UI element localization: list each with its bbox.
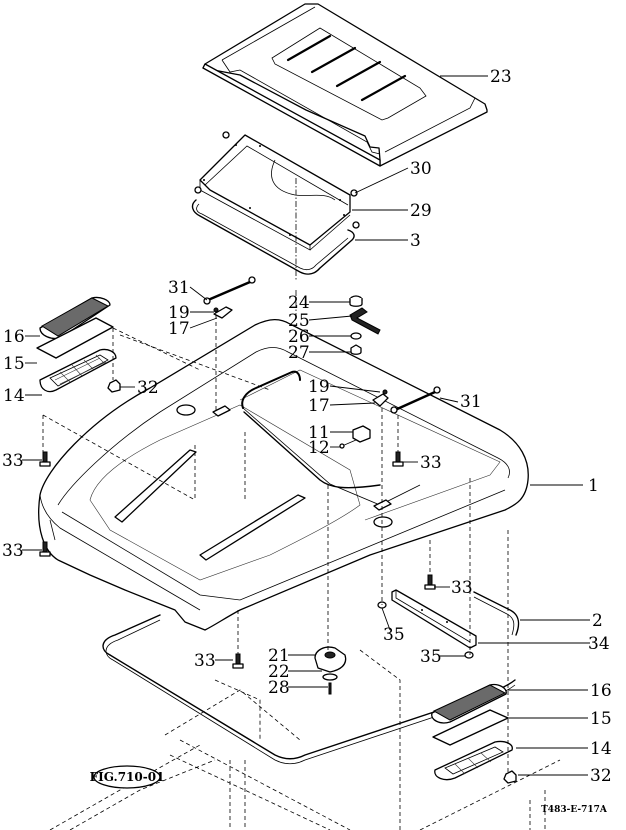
callout-11[interactable]: 11 [308, 423, 330, 443]
callout-25[interactable]: 25 [288, 311, 310, 331]
cab-frame-reference [49, 649, 561, 830]
callout-32-left[interactable]: 32 [137, 378, 159, 398]
part-1-roof-shell [38, 318, 529, 631]
callout-16-right[interactable]: 16 [590, 681, 612, 701]
callout-2[interactable]: 2 [592, 611, 603, 631]
handle-assembly [349, 295, 381, 355]
callout-32-right[interactable]: 32 [590, 766, 612, 786]
callout-15-left[interactable]: 15 [3, 354, 25, 374]
callout-14-left[interactable]: 14 [3, 386, 25, 406]
callout-leaders [22, 75, 590, 776]
callout-35-right[interactable]: 35 [420, 647, 442, 667]
callout-34[interactable]: 34 [588, 634, 610, 654]
callout-15-right[interactable]: 15 [590, 709, 612, 729]
catch-assembly [314, 646, 347, 695]
callout-14-right[interactable]: 14 [590, 739, 612, 759]
callout-23[interactable]: 23 [490, 67, 512, 87]
callout-19-right[interactable]: 19 [308, 377, 330, 397]
callout-17-left[interactable]: 17 [168, 319, 190, 339]
callout-29[interactable]: 29 [410, 201, 432, 221]
callout-19-left[interactable]: 19 [168, 303, 190, 323]
left-strut-assembly [203, 276, 256, 319]
callout-33-center[interactable]: 33 [420, 453, 442, 473]
latch-11-12 [339, 425, 371, 449]
callout-33-left-top[interactable]: 33 [2, 451, 24, 471]
callout-28[interactable]: 28 [268, 678, 290, 698]
callout-17-right[interactable]: 17 [308, 396, 330, 416]
drawing-code: T483-E-717A [541, 805, 608, 815]
callout-27[interactable]: 27 [288, 343, 310, 363]
bolts-33 [39, 451, 436, 669]
callout-3[interactable]: 3 [410, 231, 421, 251]
part-34-rail [391, 589, 477, 649]
callout-33-bottom[interactable]: 33 [194, 651, 216, 671]
callout-12[interactable]: 12 [308, 438, 330, 458]
callout-26[interactable]: 26 [288, 327, 310, 347]
part-30-screws [194, 131, 360, 229]
callout-33-left-bottom[interactable]: 33 [2, 541, 24, 561]
right-strut-assembly [372, 386, 441, 414]
figure-reference-badge[interactable]: FIG.710-01 [90, 765, 165, 789]
callout-30[interactable]: 30 [410, 159, 432, 179]
part-3-hatch-seal [191, 199, 355, 275]
callout-33-right[interactable]: 33 [451, 578, 473, 598]
callout-21[interactable]: 21 [268, 646, 290, 666]
callout-31-left[interactable]: 31 [168, 278, 190, 298]
callout-35-center[interactable]: 35 [383, 625, 405, 645]
part-23-cover-panel [202, 3, 488, 167]
callout-1[interactable]: 1 [588, 476, 599, 496]
callout-24[interactable]: 24 [288, 293, 310, 313]
figure-reference-text[interactable]: FIG.710-01 [90, 770, 165, 784]
part-29-hatch-frame [199, 134, 351, 251]
right-filter-group [431, 683, 517, 784]
callout-labels: 23 30 29 3 31 19 17 24 25 26 27 16 15 14… [2, 67, 612, 786]
callout-16-left[interactable]: 16 [3, 327, 25, 347]
assembly-lines [42, 315, 509, 775]
callout-22[interactable]: 22 [268, 662, 290, 682]
callout-31-right[interactable]: 31 [460, 392, 482, 412]
left-filter-group [36, 296, 121, 393]
